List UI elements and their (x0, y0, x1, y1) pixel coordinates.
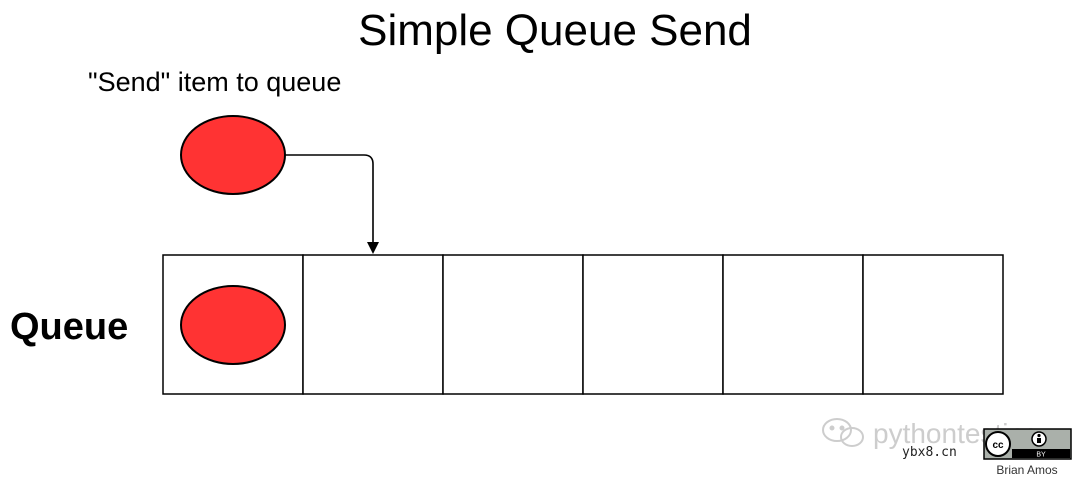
wechat-icon (822, 418, 864, 447)
license-author: Brian Amos (996, 463, 1057, 477)
incoming-item (180, 115, 286, 195)
attribution-icon (1031, 431, 1047, 447)
queued-item-1 (180, 285, 286, 365)
license-badge-text: BY (1036, 452, 1046, 459)
queue-slot-4 (582, 254, 724, 395)
queue-label: Queue (10, 306, 128, 348)
send-arrow (285, 154, 379, 254)
queue-slot-3 (442, 254, 584, 395)
license-badge: cc BY (983, 428, 1072, 460)
svg-text:cc: cc (992, 440, 1004, 451)
creative-commons-icon: cc (985, 431, 1011, 457)
queue (162, 254, 1004, 395)
send-caption: "Send" item to queue (88, 67, 341, 97)
queue-slot-2 (302, 254, 444, 395)
site-text: ybx8.cn (902, 445, 957, 460)
queue-slot-6 (862, 254, 1004, 395)
queue-slot-5 (722, 254, 864, 395)
diagram-title: Simple Queue Send (358, 6, 752, 55)
